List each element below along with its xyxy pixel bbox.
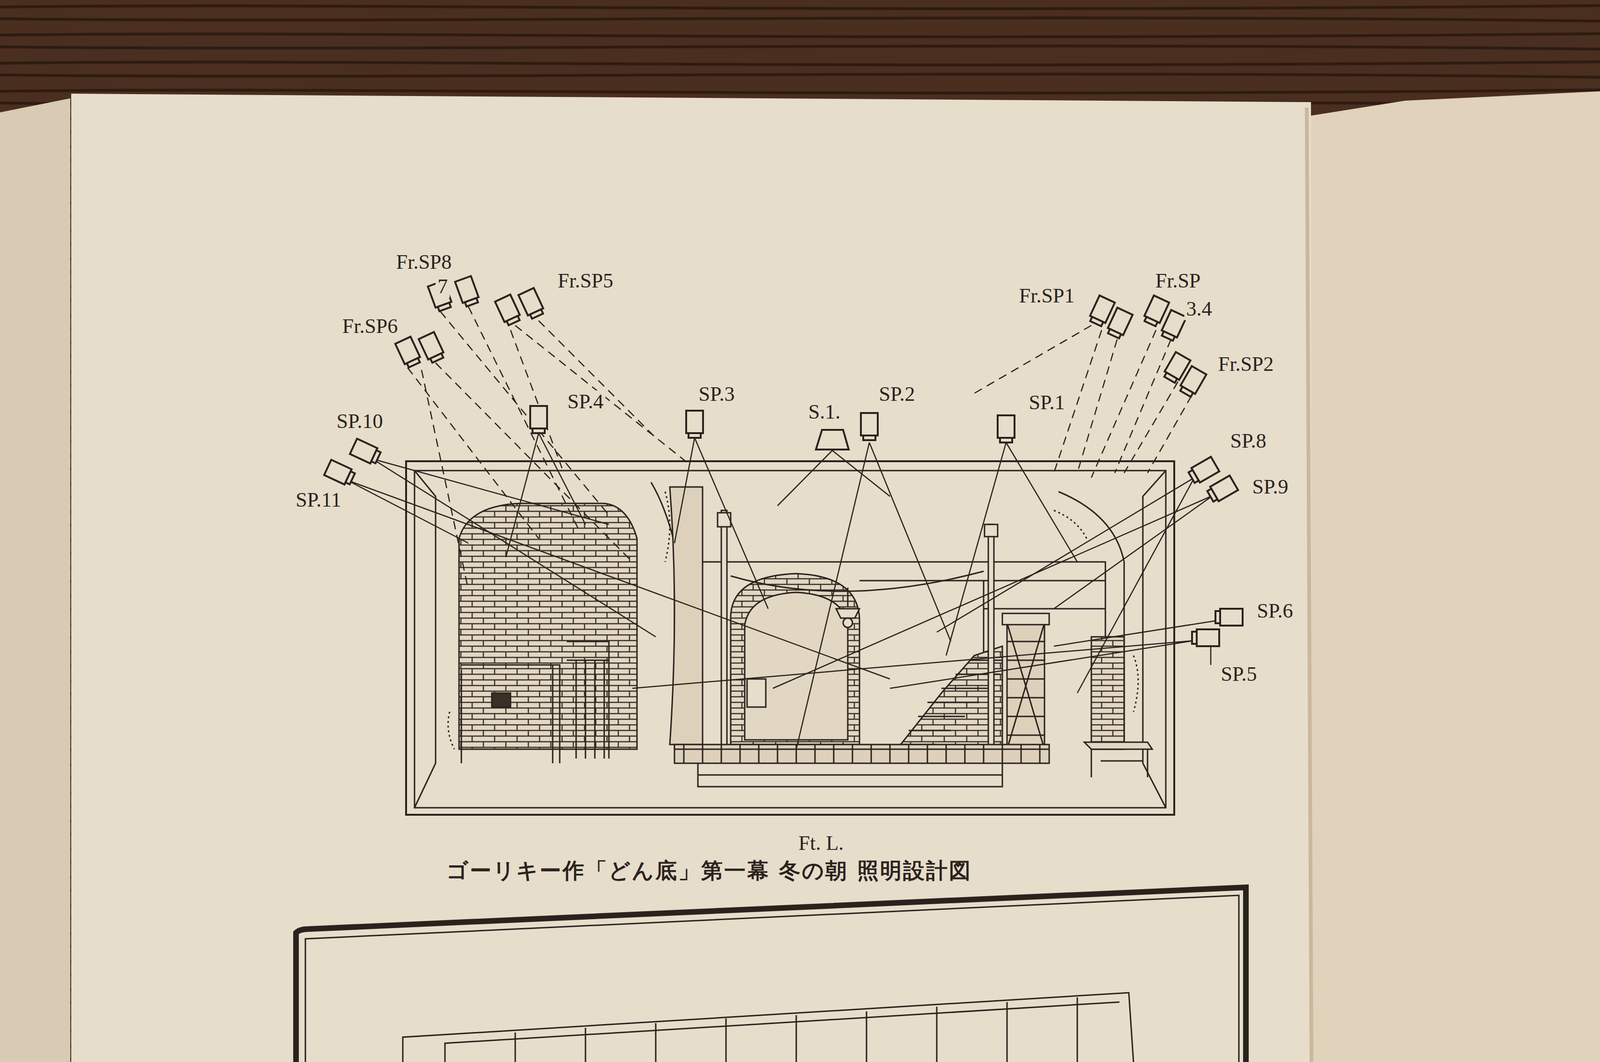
right-page: [1302, 91, 1600, 1062]
lower-figure: [296, 887, 1246, 1062]
lamp-label: SP.10: [334, 410, 385, 433]
lamp-label: SP.9: [1250, 475, 1290, 499]
light-beams: [346, 306, 1218, 750]
lamp-label: Fr.SP1: [1017, 284, 1077, 308]
left-page: [71, 93, 1312, 1062]
scenery: [448, 482, 1153, 787]
lamp-label: SP.2: [876, 383, 917, 406]
lamp-label: Fr.SP5: [555, 269, 616, 293]
footlight-label: Ft. L.: [796, 832, 846, 855]
left-page-edge: [0, 98, 71, 1062]
lamp-label: 3.4: [1184, 297, 1215, 321]
gutter: [1306, 107, 1312, 1062]
stage-frame: [406, 461, 1175, 815]
figure-caption: ゴーリキー作「どん底」第一幕 冬の朝 照明設計図: [443, 856, 975, 886]
lamp-symbols: [324, 276, 1243, 647]
lamp-label: Fr.SP: [1153, 269, 1203, 293]
lamp-label: SP.3: [696, 383, 737, 406]
lamp-label: SP.1: [1026, 391, 1067, 415]
lamp-label: S.1.: [806, 400, 843, 424]
lamp-label: SP.5: [1218, 663, 1259, 686]
lamp-label: SP.11: [293, 488, 343, 512]
lamp-label: 7: [435, 275, 450, 298]
lamp-label: Fr.SP6: [340, 315, 400, 338]
lamp-label: Fr.SP2: [1216, 353, 1276, 376]
lamp-label: Fr.SP8: [394, 251, 454, 274]
lamp-label: SP.6: [1254, 600, 1295, 623]
lamp-symbol: [815, 429, 849, 450]
lamp-label: SP.8: [1228, 429, 1268, 453]
lamp-label: SP.4: [565, 390, 606, 414]
